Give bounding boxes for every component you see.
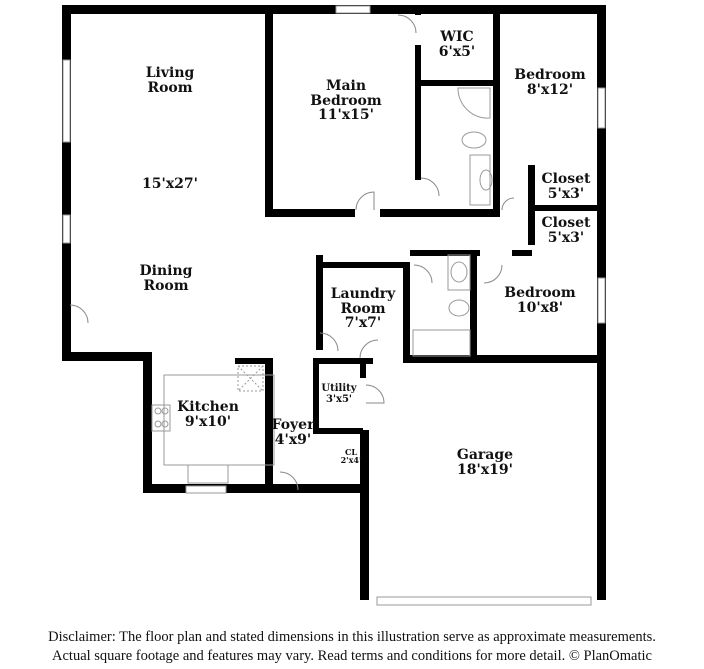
cl-label: CL 2'x4': [340, 447, 362, 466]
disclaimer-line-1: Disclaimer: The floor plan and stated di…: [48, 629, 656, 645]
kitchen-label: Kitchen 9'x10': [177, 399, 239, 430]
closet-2-label: Closet 5'x3': [541, 215, 591, 246]
dining-room-label: Dining Room: [139, 263, 193, 294]
door-swings: [69, 14, 515, 491]
bedroom-3-label: Bedroom 10'x8': [504, 285, 576, 316]
laundry-room-label: Laundry Room 7'x7': [330, 286, 396, 332]
garage-label: Garage 18'x19': [456, 447, 514, 478]
living-room-dims: 15'x27': [142, 176, 198, 192]
disclaimer-line-2: Actual square footage and features may v…: [52, 648, 652, 664]
living-room-label: Living Room: [145, 65, 195, 96]
windows: [62, 5, 606, 606]
closet-1-label: Closet 5'x3': [541, 171, 591, 202]
foyer-label: Foyer 4'x9': [271, 417, 315, 448]
bedroom-2-label: Bedroom 8'x12': [514, 67, 586, 98]
wic-label: WIC 6'x5': [438, 29, 476, 60]
utility-label: Utility 3'x5': [321, 383, 357, 405]
main-bedroom-label: Main Bedroom 11'x15': [310, 78, 382, 124]
fixtures: [151, 87, 493, 484]
